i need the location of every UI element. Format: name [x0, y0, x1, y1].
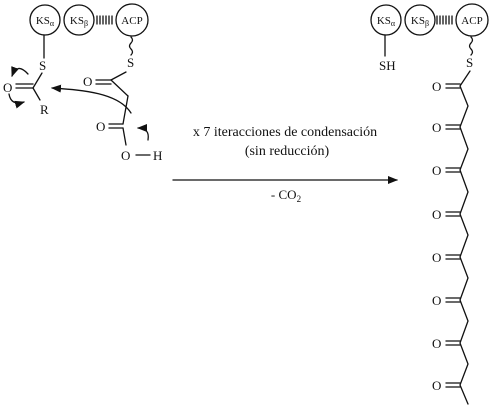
- right-ks-thiol: SH: [379, 58, 396, 73]
- left-ks-beta-label: KSβ: [70, 15, 88, 28]
- left-curved-arrow-o: [8, 93, 25, 109]
- left-s-carbonyl-bond: [32, 72, 43, 89]
- chain-oxygen: O: [432, 120, 441, 135]
- left-hydroxyl-oxygen: O: [121, 148, 130, 163]
- right-ks-alpha-domain: [370, 4, 402, 36]
- chain-oxygen: O: [432, 207, 441, 222]
- chain-oxygen: O: [432, 378, 441, 393]
- reaction-iterations-text: x 7 iteracciones de condensación: [193, 125, 377, 140]
- chain-oxygen: O: [432, 79, 441, 94]
- left-curved-arrow-s: [11, 66, 29, 77]
- left-acp-sulfur: S: [127, 55, 134, 70]
- chain-oxygen: O: [432, 336, 441, 351]
- left-ks-beta-domain: [63, 4, 95, 36]
- right-acp-label: ACP: [461, 15, 482, 27]
- left-alpha-carbon-bond: [110, 79, 129, 97]
- left-acid-oxygen: O: [96, 119, 105, 134]
- left-s-thioester-bond: [110, 71, 127, 81]
- chain-carbonyl-7: O: [432, 336, 461, 351]
- reaction-byproduct: - CO2: [271, 187, 301, 204]
- right-ks-beta-label: KSβ: [411, 15, 429, 28]
- chain-carbonyl-2: O: [432, 120, 461, 135]
- right-ks-beta-domain: [404, 4, 436, 36]
- left-hydroxyl-hydrogen: H: [153, 148, 162, 163]
- left-acp-wavy-bond: [128, 36, 134, 56]
- right-acp-wavy-bond: [468, 36, 474, 56]
- left-r-group: R: [40, 102, 49, 117]
- left-ks-alpha-label: KSα: [36, 15, 55, 28]
- left-attack-arrow: [51, 84, 132, 114]
- chain-carbonyl-6: O: [432, 293, 461, 308]
- chain-carbonyl-1: O: [432, 79, 461, 94]
- reaction-condition-text: (sin reducción): [245, 144, 330, 159]
- left-thioester-oxygen: O: [83, 74, 92, 89]
- right-hashed-linker: [436, 15, 453, 25]
- left-acp-label: ACP: [121, 15, 142, 27]
- left-acyl-oxygen: O: [3, 80, 12, 95]
- left-acid-carbon-bond: [122, 95, 129, 125]
- polyketide-chain: [459, 70, 471, 405]
- chain-carbonyl-5: O: [432, 250, 461, 265]
- right-acp-domain: [455, 3, 489, 37]
- left-carbonyl-r-bond: [32, 87, 41, 101]
- reaction-step: x 7 iteracciones de condensación (sin re…: [172, 125, 398, 204]
- left-acid-oh-bond: [122, 127, 127, 146]
- left-acp-domain: [115, 3, 149, 37]
- right-enzyme-complex: KSα KSβ ACP SH S O O: [370, 3, 489, 405]
- chain-carbonyl-8: O: [432, 378, 461, 393]
- right-acp-sulfur: S: [466, 55, 473, 70]
- left-ks-alpha-domain: [29, 4, 61, 36]
- chain-oxygen: O: [432, 293, 441, 308]
- chain-oxygen: O: [432, 163, 441, 178]
- left-hashed-linker: [96, 15, 113, 25]
- left-enzyme-complex: KSα KSβ ACP S O R S O: [3, 3, 162, 163]
- left-ks-sulfur: S: [39, 58, 46, 73]
- chain-oxygen: O: [432, 250, 441, 265]
- right-ks-alpha-label: KSα: [377, 15, 396, 28]
- left-curved-arrow-hydroxyl: [137, 124, 149, 141]
- chain-carbonyl-3: O: [432, 163, 461, 178]
- chain-carbonyl-4: O: [432, 207, 461, 222]
